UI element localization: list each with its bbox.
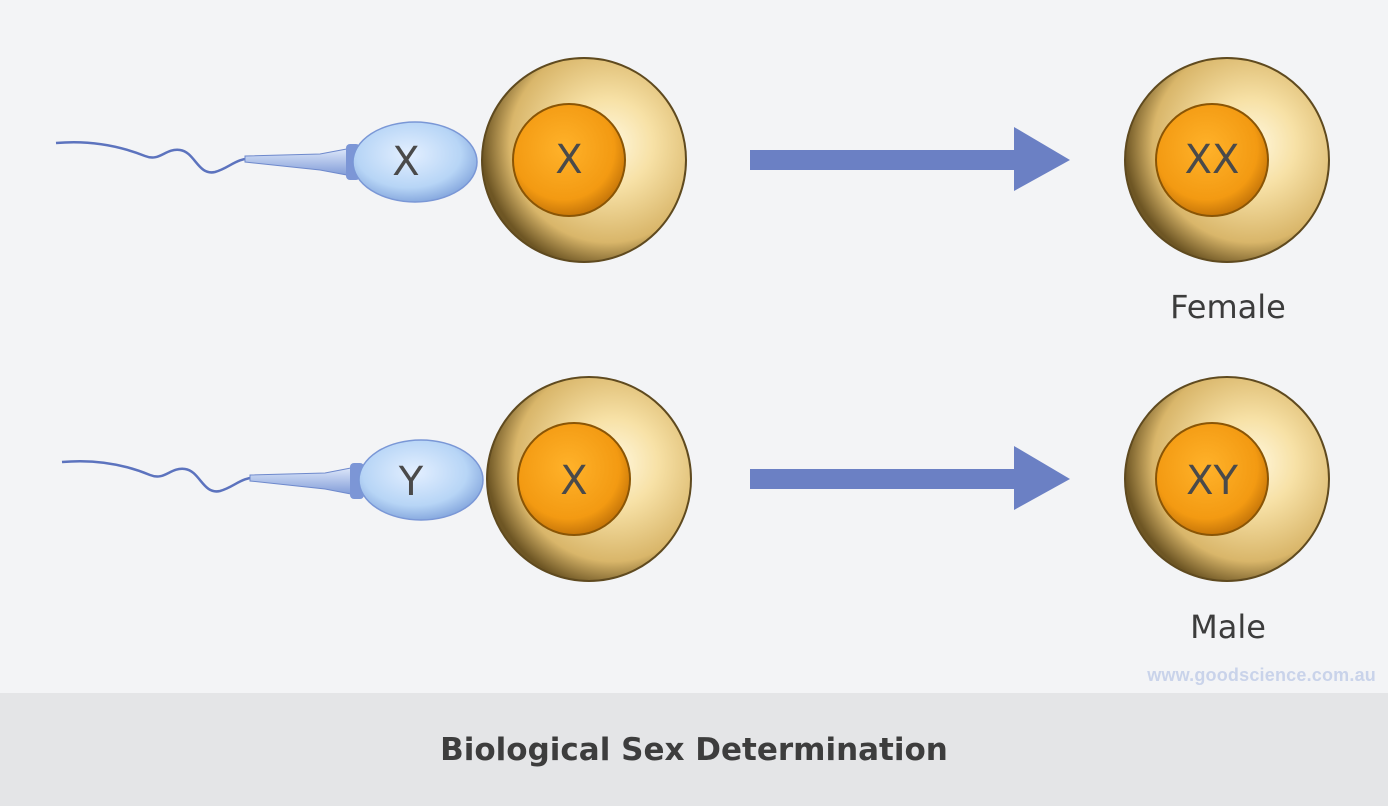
diagram-title: Biological Sex Determination [440,731,948,768]
zygote-chromosomes: XY [1186,458,1238,504]
result-label: Male [1190,608,1266,646]
egg-chromosome: X [555,137,582,183]
result-label: Female [1170,288,1286,326]
sex-determination-diagram: X X XX Female Y X [55,57,1330,646]
egg-nucleus [517,422,631,536]
row-1: X X XX Female [55,57,1330,326]
sperm-head [352,121,478,203]
sperm-tail [61,459,320,493]
zygote-nucleus [1155,103,1269,217]
arrow-right-icon [750,446,1070,510]
sperm-midpiece [249,466,357,496]
footer-band: Biological Sex Determination [0,693,1388,806]
sperm-head [358,439,484,521]
zygote-cell: XX [1124,57,1330,263]
egg-cell: X [486,376,692,582]
egg-chromosome: X [560,458,587,504]
zygote-cell: XY [1124,376,1330,582]
sperm-midpiece [244,147,353,177]
sperm-chromosome: X [392,139,419,185]
egg-nucleus [512,103,626,217]
website-credit: www.goodscience.com.au [1147,665,1376,685]
egg-cell: X [481,57,687,263]
zygote-nucleus [1155,422,1269,536]
zygote-chromosomes: XX [1185,137,1240,183]
sperm-y: Y [61,439,484,521]
row-2: Y X XY Male [61,376,1330,646]
sperm-x: X [55,121,478,203]
sperm-chromosome: Y [398,459,424,505]
sperm-tail [55,140,315,174]
arrow-right-icon [750,127,1070,191]
